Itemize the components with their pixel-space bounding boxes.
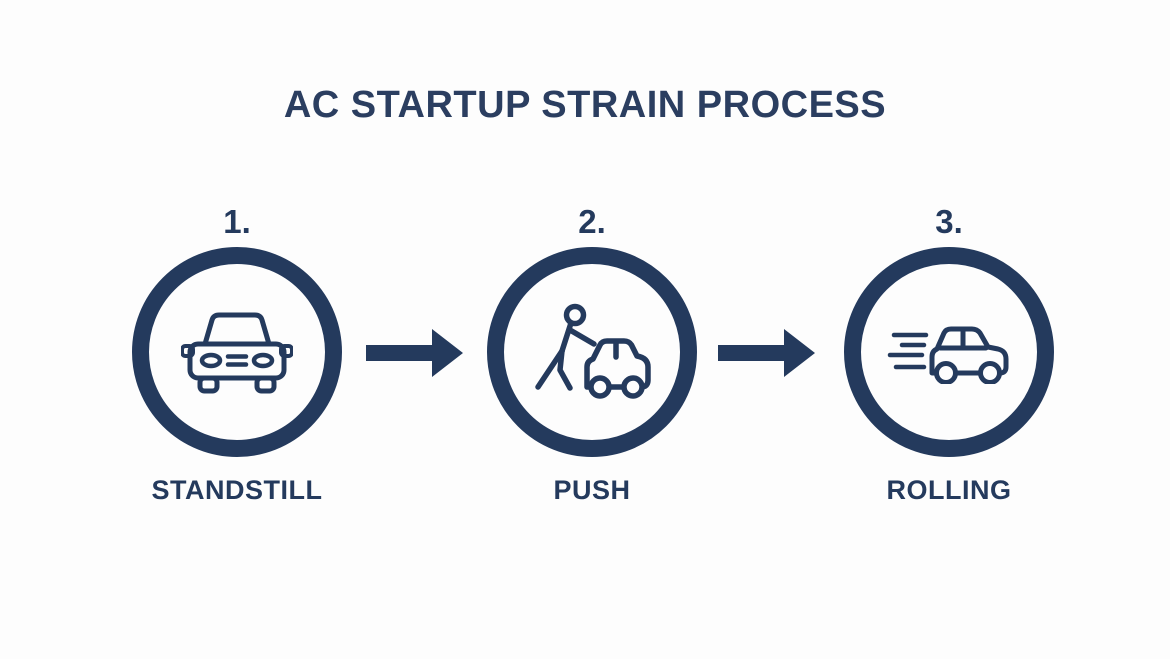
step-number: 2. — [578, 203, 606, 240]
arrow-right-icon — [366, 328, 464, 378]
car-front-icon — [181, 307, 293, 397]
step-rolling: 3. — [819, 202, 1079, 506]
car-moving-icon — [885, 320, 1013, 384]
step-number: 3. — [935, 203, 963, 240]
diagram-title: AC STARTUP STRAIN PROCESS — [283, 84, 887, 126]
arrow-right-icon — [718, 328, 816, 378]
step-circle — [132, 247, 342, 457]
step-number: 1. — [223, 203, 251, 240]
step-push: 2. — [462, 202, 722, 506]
step-label: ROLLING — [886, 475, 1012, 505]
step-circle — [487, 247, 697, 457]
person-pushing-car-icon — [531, 303, 653, 401]
step-label: PUSH — [553, 475, 631, 505]
step-standstill: 1. — [107, 202, 367, 506]
step-label: STANDSTILL — [151, 475, 323, 505]
step-circle — [844, 247, 1054, 457]
